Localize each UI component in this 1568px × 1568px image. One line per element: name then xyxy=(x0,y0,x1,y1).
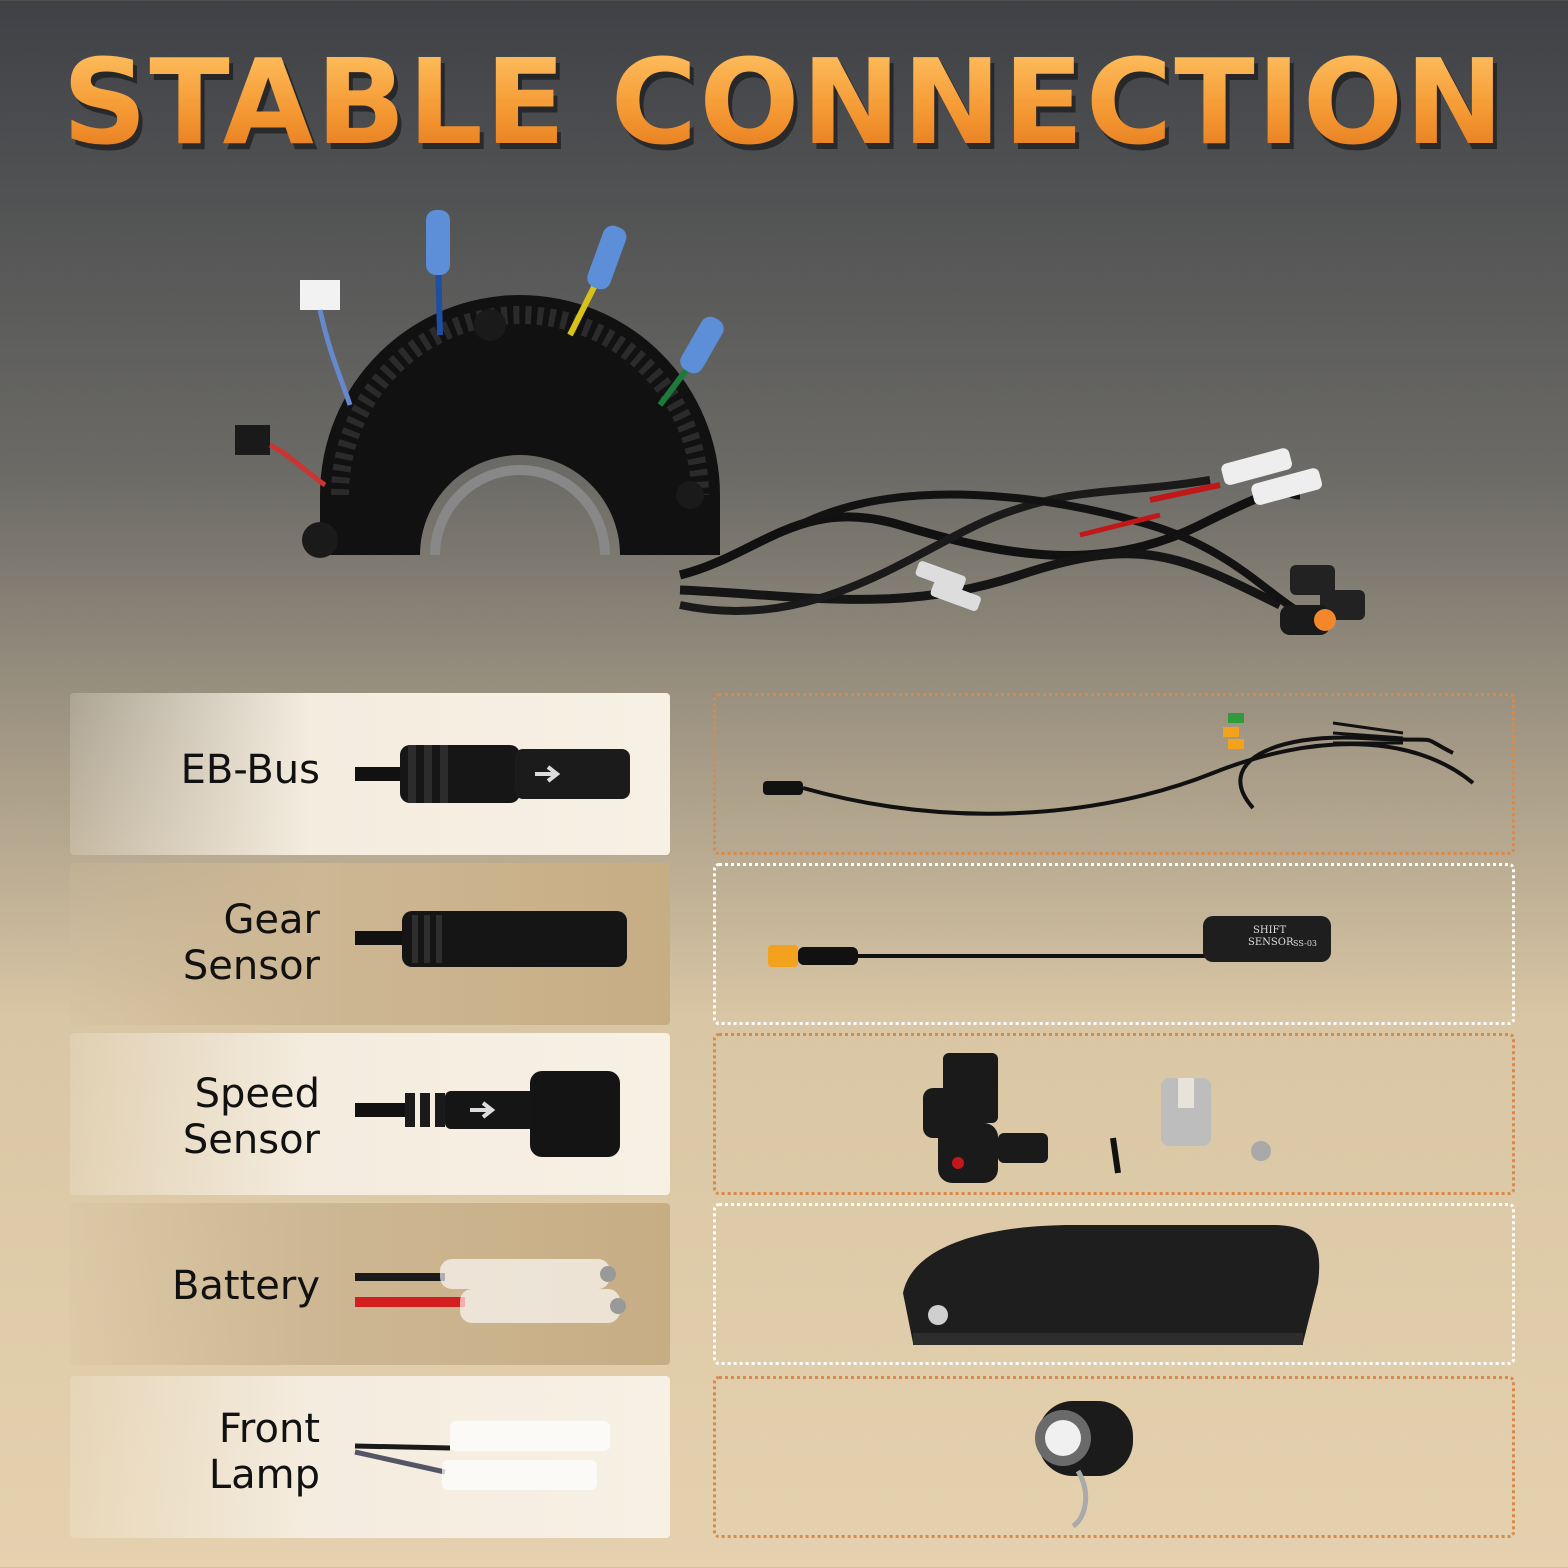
row-speed-sensor: Speed Sensor xyxy=(0,1033,1568,1195)
speed-sensor-connector-icon xyxy=(355,1071,620,1157)
front-lamp-image xyxy=(1035,1401,1133,1529)
label-line: Sensor xyxy=(182,1117,320,1163)
row-label: EB-Bus xyxy=(110,747,320,793)
shift-sensor-line2: SENSOR xyxy=(1248,937,1294,948)
battery-image xyxy=(903,1225,1320,1345)
battery-connector-icon xyxy=(355,1259,626,1323)
eb-bus-connector-icon xyxy=(355,745,630,803)
label-line: EB-Bus xyxy=(180,747,320,793)
label-line: Battery xyxy=(171,1263,320,1309)
speed-sensor-box xyxy=(713,1033,1515,1195)
eb-bus-cable-image xyxy=(763,713,1475,816)
label-line: Gear xyxy=(223,897,320,943)
row-eb-bus: EB-Bus xyxy=(0,693,1568,855)
front-lamp-box xyxy=(713,1376,1515,1538)
page-title: STABLE CONNECTION xyxy=(0,37,1568,168)
gear-sensor-connector-icon xyxy=(355,911,627,967)
label-line: Sensor xyxy=(182,943,320,989)
shift-sensor-model: SS-03 xyxy=(1293,939,1317,948)
label-line: Speed xyxy=(194,1071,320,1117)
shift-sensor-line1: SHIFT xyxy=(1253,925,1286,936)
label-line: Lamp xyxy=(208,1452,320,1498)
gear-sensor-box xyxy=(713,863,1515,1025)
row-front-lamp: Front Lamp xyxy=(0,1376,1568,1538)
gear-sensor-image: SHIFT SENSOR SS-03 xyxy=(768,916,1331,967)
eb-bus-cable-box xyxy=(713,693,1515,855)
row-gear-sensor: Gear Sensor SHIFT SENSOR SS-03 xyxy=(0,863,1568,1025)
row-label: Gear Sensor xyxy=(110,897,320,989)
motor-controller-image xyxy=(235,210,1365,635)
row-battery: Battery xyxy=(0,1203,1568,1365)
row-label: Front Lamp xyxy=(110,1406,320,1498)
speed-sensor-parts-image xyxy=(923,1053,1271,1183)
battery-box xyxy=(713,1203,1515,1365)
row-label: Speed Sensor xyxy=(110,1071,320,1163)
page-title-shadow: STABLE CONNECTION xyxy=(4,43,1568,174)
row-label: Battery xyxy=(110,1263,320,1309)
front-lamp-connector-icon xyxy=(354,1421,610,1490)
label-line: Front xyxy=(218,1406,320,1452)
